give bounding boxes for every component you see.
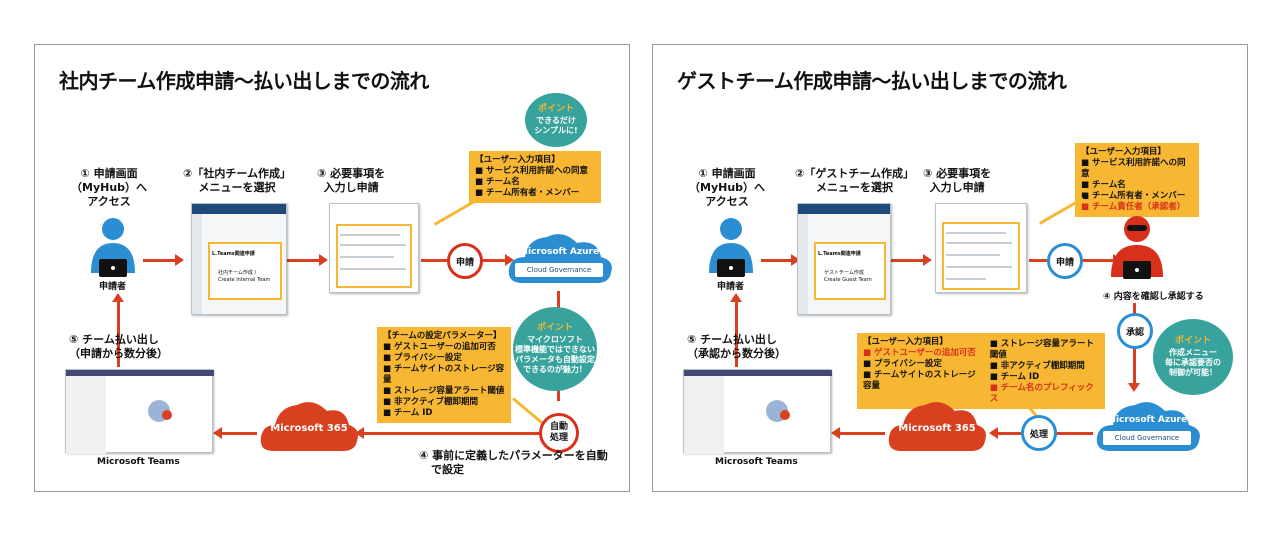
user-input-items-box: 【ユーザー入力項目】 ■ サービス利用許諾への同意 ■ チーム名 ■ チーム所有… <box>469 151 601 203</box>
applicant-icon <box>705 217 757 287</box>
azure-cloud: Microsoft Azure Cloud Governance <box>505 225 615 289</box>
step4-label: ④ 内容を確認し承認する <box>1103 292 1204 302</box>
arrow-head <box>355 427 364 439</box>
panel-title: 社内チーム作成申請～払い出しまでの流れ <box>59 69 429 93</box>
step5-label: ⑤ チーム払い出し（承認から数分後） <box>687 333 786 360</box>
application-form-screenshot <box>935 203 1027 293</box>
m365-cloud: Microsoft 365 <box>885 395 989 457</box>
arrow-head <box>730 293 742 302</box>
applicant-label: 申請者 <box>99 282 127 292</box>
application-form-screenshot <box>329 203 419 293</box>
m365-label: Microsoft 365 <box>270 423 348 434</box>
applicant-icon <box>87 217 139 287</box>
azure-label: Microsoft Azure <box>519 247 600 257</box>
arrow-head <box>791 254 800 266</box>
arrow-head <box>213 427 222 439</box>
menu-sub-text: 社内チーム作成 /Create Internal Team <box>218 270 271 283</box>
applicant-label: 申請者 <box>717 282 745 292</box>
azure-label: Microsoft Azure <box>1107 415 1188 425</box>
flow-arrow <box>735 301 738 367</box>
process-badge: 処理 <box>1021 415 1057 451</box>
auto-process-badge: 自動処理 <box>539 413 579 453</box>
arrow-head <box>112 293 124 302</box>
step2-label: ②「ゲストチーム作成」メニューを選択 <box>795 167 914 194</box>
guest-team-params-box: 【ユーザー入力項目】 ■ ゲストユーザーの追加可否 ■ プライバシー設定 ■ チ… <box>857 333 1105 409</box>
menu-item-text: L.Teams関連申請 <box>818 251 861 257</box>
apply-badge: 申請 <box>1047 243 1083 279</box>
callout-pointer <box>433 195 484 226</box>
apply-badge: 申請 <box>447 243 483 279</box>
m365-cloud: Microsoft 365 <box>257 395 361 457</box>
step5-label: ⑤ チーム払い出し（申請から数分後） <box>69 333 168 360</box>
menu-item-text: L.Teams関連申請 <box>212 251 255 257</box>
panel-title: ゲストチーム作成申請～払い出しまでの流れ <box>677 69 1067 93</box>
arrow-head <box>831 427 840 439</box>
user-input-items-box: 【ユーザー入力項目】 ■ サービス利用許諾への同意 ■ チーム名 ■ チーム所有… <box>1075 143 1199 217</box>
arrow-head <box>175 254 184 266</box>
acg-logo: Cloud Governance <box>1103 431 1191 445</box>
teams-screenshot <box>683 369 832 454</box>
flow-arrow <box>761 259 793 262</box>
teams-label: Microsoft Teams <box>97 457 180 467</box>
arrow-head <box>319 254 328 266</box>
callout-pointer <box>512 397 545 426</box>
m365-label: Microsoft 365 <box>898 423 976 434</box>
approver-icon <box>1107 215 1167 291</box>
azure-cloud: Microsoft Azure Cloud Governance <box>1093 393 1203 457</box>
point-bubble-approval: ポイント 作成メニュー 毎に承認要否の 制御が可能！ <box>1153 319 1233 395</box>
approve-badge: 承認 <box>1117 313 1153 349</box>
flow-arrow <box>221 432 257 435</box>
flow-arrow <box>891 259 925 262</box>
flow-arrow <box>287 259 321 262</box>
step1-label: ① 申請画面（MyHub）へアクセス <box>689 167 766 208</box>
step4-label: ④ 事前に定義したパラメーターを自動で設定 <box>419 449 608 476</box>
step1-label: ① 申請画面（MyHub）へアクセス <box>71 167 148 208</box>
step3-label: ③ 必要事項を入力し申請 <box>317 167 386 194</box>
teams-screenshot <box>65 369 214 454</box>
acg-logo: Cloud Governance <box>515 263 603 277</box>
guest-team-flow-panel: ゲストチーム作成申請～払い出しまでの流れ ① 申請画面（MyHub）へアクセス … <box>652 44 1248 492</box>
team-params-box: 【チームの設定パラメーター】 ■ ゲストユーザーの追加可否 ■ プライバシー設定… <box>377 327 511 423</box>
internal-team-flow-panel: 社内チーム作成申請～払い出しまでの流れ ① 申請画面（MyHub）へアクセス ②… <box>34 44 630 492</box>
arrow-head <box>505 254 514 266</box>
point-bubble-simple: ポイント できるだけ シンプルに! <box>525 93 587 147</box>
teams-label: Microsoft Teams <box>715 457 798 467</box>
arrow-head <box>923 254 932 266</box>
point-bubble-auto-params: ポイント マイクロソフト 標準機能ではできない パラメータも自動設定 できるのが… <box>513 307 597 391</box>
flow-arrow <box>117 301 120 367</box>
flow-arrow <box>839 432 885 435</box>
flow-arrow <box>363 432 539 435</box>
arrow-head <box>989 427 998 439</box>
step2-label: ②「社内チーム作成」メニューを選択 <box>183 167 291 194</box>
arrow-head <box>1128 383 1140 392</box>
step3-label: ③ 必要事項を入力し申請 <box>923 167 992 194</box>
flow-arrow <box>143 259 177 262</box>
myhub-menu-screenshot: L.Teams関連申請 社内チーム作成 /Create Internal Tea… <box>191 203 287 315</box>
